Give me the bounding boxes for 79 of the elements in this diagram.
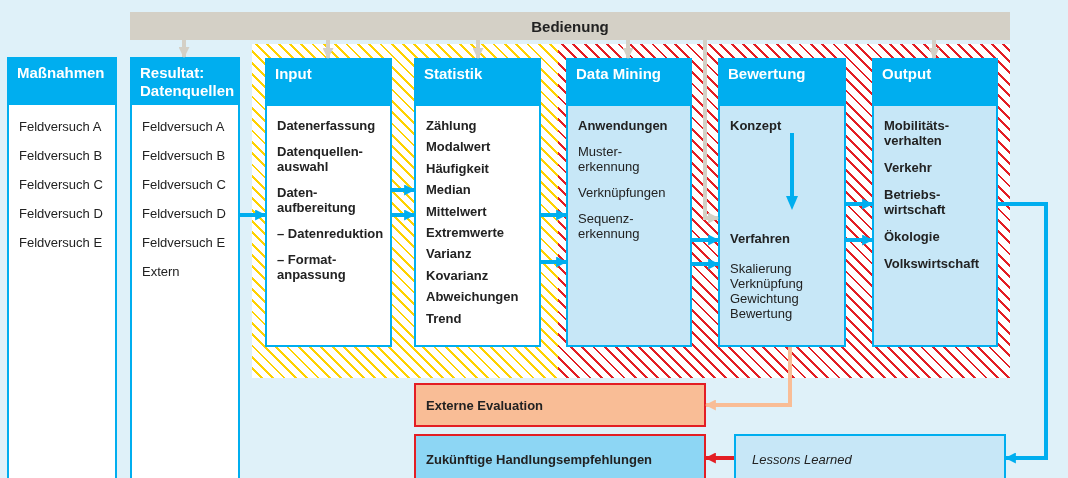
list-item: Extremwerte [426, 224, 506, 240]
arrow [846, 234, 874, 246]
column-header: Resultat: Datenquellen [130, 57, 240, 105]
arrow [392, 209, 416, 221]
process-column [414, 58, 541, 347]
hatched-region [558, 44, 1010, 378]
list-item: Feldversuch A [142, 119, 226, 134]
arrow [928, 40, 940, 60]
list-item: Bewertung [730, 306, 794, 321]
arrow [692, 234, 720, 246]
list-item: Verknüpfungen [578, 185, 667, 200]
list-item: Datenerfassung [277, 118, 377, 133]
arrow [692, 258, 720, 270]
list-item: Modalwert [426, 139, 492, 155]
arrow [704, 347, 792, 411]
process-column [872, 58, 998, 347]
list-item: Sequenz- erkennung [578, 211, 641, 241]
process-column [130, 57, 240, 478]
arrow [622, 40, 634, 60]
list-item: Varianz [426, 246, 473, 262]
list-item: Häufigkeit [426, 160, 490, 176]
column-header: Input [265, 58, 392, 106]
list-item: Konzept [730, 118, 783, 133]
arrow [703, 40, 720, 224]
list-item: Muster- erkennung [578, 144, 641, 174]
arrow [998, 202, 1048, 464]
list-item: Zählung [426, 118, 478, 133]
list-item: Anwendungen [578, 118, 669, 133]
list-item: Gewichtung [730, 291, 800, 306]
column-header: Statistik [414, 58, 541, 106]
column-header: Output [872, 58, 998, 106]
result-box: Zukünftige Handlungsempfehlungen [414, 434, 706, 478]
list-item: Feldversuch B [142, 148, 227, 163]
list-item: Mobilitäts- verhalten [884, 118, 950, 148]
arrow [178, 40, 190, 59]
list-item: Ökologie [884, 229, 941, 244]
list-item: Abweichungen [426, 289, 520, 305]
arrow [240, 209, 267, 221]
arrow [541, 256, 568, 268]
list-item: Feldversuch B [19, 148, 104, 163]
list-item: – Format- anpassung [277, 252, 347, 282]
process-column [7, 57, 117, 478]
process-column [718, 58, 846, 347]
arrow [322, 40, 334, 60]
result-box: Externe Evaluation [414, 383, 706, 427]
list-item: Datenquellen- auswahl [277, 144, 364, 174]
list-item: Feldversuch A [19, 119, 103, 134]
list-item: Mittelwert [426, 203, 488, 219]
arrow [704, 452, 734, 464]
list-item: Verfahren [730, 231, 791, 246]
column-header: Maßnahmen [7, 57, 117, 105]
arrow [392, 184, 416, 196]
list-item: Feldversuch E [19, 235, 104, 250]
list-item: Kovarianz [426, 267, 490, 283]
list-item: Skalierung [730, 261, 793, 276]
arrow [846, 198, 874, 210]
process-column [566, 58, 692, 347]
control-bar: Bedienung [130, 12, 1010, 40]
list-item: Verkehr [884, 160, 933, 175]
column-header: Data Mining [566, 58, 692, 106]
list-item: Betriebs- wirtschaft [884, 187, 947, 217]
hatched-region [252, 44, 558, 378]
list-item: Feldversuch D [19, 206, 104, 221]
process-column [265, 58, 392, 347]
list-item: Feldversuch C [142, 177, 227, 192]
list-item: – Datenreduktion [277, 226, 384, 241]
list-item: Median [426, 182, 472, 198]
arrow [472, 40, 484, 60]
list-item: Feldversuch C [19, 177, 104, 192]
column-header: Bewertung [718, 58, 846, 106]
list-item: Volkswirtschaft [884, 256, 981, 271]
list-item: Feldversuch D [142, 206, 227, 221]
list-item: Extern [142, 264, 181, 279]
list-item: Feldversuch E [142, 235, 227, 250]
feedback-box: Lessons Learned [734, 434, 1006, 478]
arrow [541, 209, 568, 221]
list-item: Daten- aufbereitung [277, 185, 357, 215]
list-item: Trend [426, 310, 463, 326]
list-item: Verknüpfung [730, 276, 804, 291]
